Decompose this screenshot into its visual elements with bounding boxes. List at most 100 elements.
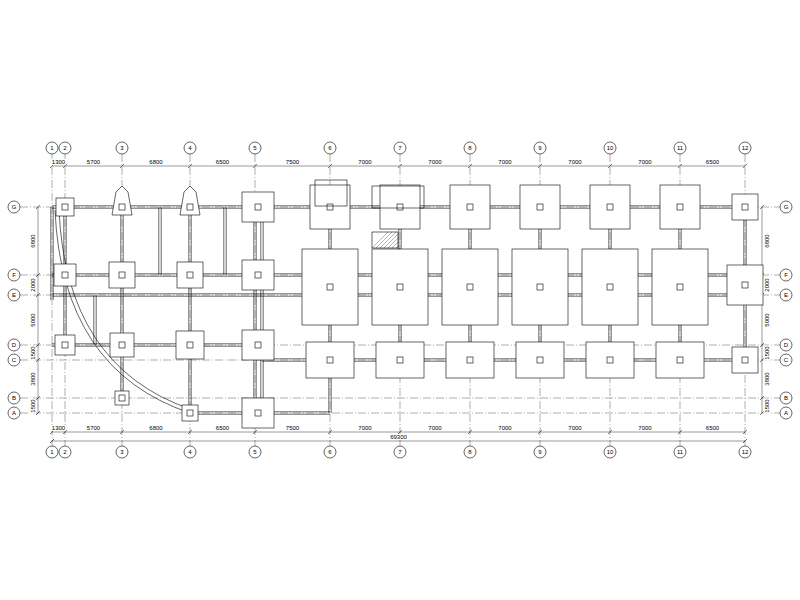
axis-bubble [249, 142, 261, 154]
axis-label: E [12, 292, 16, 298]
column-section [187, 410, 193, 416]
column-section [397, 204, 403, 210]
column-section [677, 204, 683, 210]
dimension-tick [36, 396, 40, 400]
foundation-beam [161, 207, 162, 275]
footing [56, 198, 74, 216]
axis-label: C [12, 357, 16, 363]
axis-bubble [59, 446, 71, 458]
axis-label: 11 [677, 145, 683, 151]
axis-label: 2 [63, 449, 66, 455]
footing [590, 185, 630, 229]
column-section [187, 204, 193, 210]
column-section [397, 284, 403, 290]
foundation-beam [226, 207, 227, 275]
dimension-tick [678, 164, 682, 168]
axis-line [52, 154, 53, 446]
axis-bubble [394, 142, 406, 154]
footing [732, 194, 758, 220]
axis-label: C [784, 357, 788, 363]
axis-label: 6 [328, 449, 331, 455]
footing [242, 330, 274, 360]
axis-label: F [12, 272, 16, 278]
axis-bubble [780, 407, 792, 419]
dimension-tick [253, 430, 257, 434]
axis-bubble [249, 446, 261, 458]
axis-label: A [784, 410, 788, 416]
dimension-text: 6800 [764, 233, 770, 248]
axis-bubble [8, 289, 20, 301]
axis-bubble [780, 269, 792, 281]
column-section [607, 357, 613, 363]
axis-bubble [184, 142, 196, 154]
dimension-tick [743, 164, 747, 168]
dimension-tick [50, 439, 54, 443]
axis-line [20, 398, 780, 399]
column-section [255, 410, 261, 416]
column-section [255, 272, 261, 278]
axis-label: 8 [468, 145, 471, 151]
dimension-line [38, 207, 39, 413]
dimension-tick [328, 430, 332, 434]
axis-bubble [46, 446, 58, 458]
axis-bubble [46, 142, 58, 154]
foundation-beam [50, 207, 51, 300]
axis-bubble [780, 339, 792, 351]
dimension-tick [36, 358, 40, 362]
footing [310, 185, 350, 229]
column-section [607, 284, 613, 290]
axis-label: 12 [742, 449, 749, 455]
axis-label: 9 [538, 145, 541, 151]
foundation-beam [96, 295, 97, 345]
column-section [677, 284, 683, 290]
footing [54, 264, 76, 286]
column-section [397, 357, 403, 363]
foundation-beam [260, 207, 261, 413]
foundation-beam [188, 207, 189, 413]
axis-label: B [12, 395, 16, 401]
dimension-tick [398, 164, 402, 168]
footing [242, 260, 274, 290]
axis-label: 6 [328, 145, 331, 151]
hatch-line [388, 238, 398, 248]
column-section [62, 204, 68, 210]
column-section [467, 284, 473, 290]
dimension-line [762, 207, 763, 413]
footing [176, 331, 204, 359]
foundation-beam [93, 295, 94, 345]
dimension-text: 6500 [705, 159, 720, 165]
dimension-text: 6500 [215, 159, 230, 165]
dimension-tick [538, 430, 542, 434]
dimension-line [52, 441, 745, 442]
axis-label: 9 [538, 449, 541, 455]
hatch-line [392, 242, 398, 248]
dimension-text: 7500 [285, 159, 300, 165]
dimension-tick [36, 273, 40, 277]
dimension-text: 7500 [285, 425, 300, 431]
axis-bubble [464, 142, 476, 154]
dimension-text: 6800 [148, 159, 163, 165]
axis-bubble [8, 269, 20, 281]
column-section [467, 204, 473, 210]
axis-bubble [59, 142, 71, 154]
axis-bubble [8, 339, 20, 351]
foundation-beam [223, 207, 224, 275]
column-section [119, 395, 125, 401]
axis-bubble [324, 446, 336, 458]
dimension-tick [538, 164, 542, 168]
hatched-area [372, 232, 398, 248]
axis-label: 10 [607, 145, 614, 151]
dimension-tick [120, 164, 124, 168]
footing [115, 391, 129, 405]
dimension-text: 2000 [30, 277, 36, 292]
axis-label: 4 [188, 145, 191, 151]
dimension-tick [608, 430, 612, 434]
footing [512, 249, 568, 325]
foundation-beam [253, 207, 254, 413]
dimension-text: 6800 [30, 233, 36, 248]
dimension-text: 1500 [764, 345, 770, 360]
axis-bubble [780, 289, 792, 301]
dimension-text: 7000 [637, 425, 652, 431]
dimension-text: 7000 [357, 425, 372, 431]
column-section [62, 342, 68, 348]
